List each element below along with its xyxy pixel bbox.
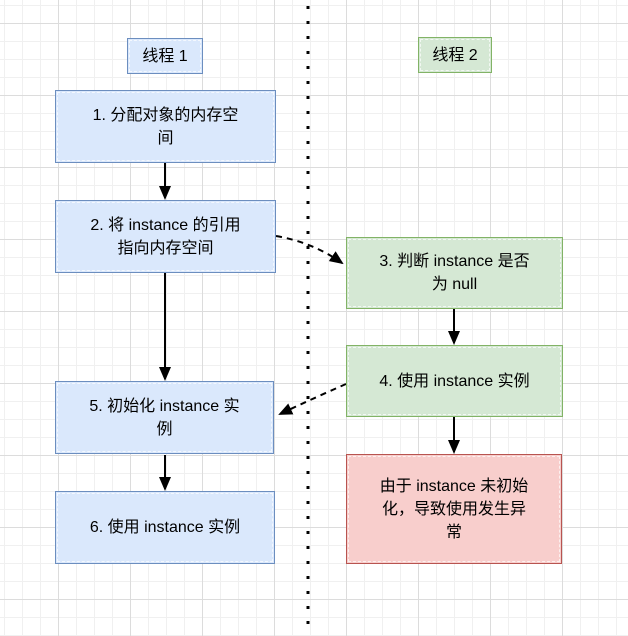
node-5-initialize-instance: 5. 初始化 instance 实 例: [55, 381, 274, 454]
dashed-arrow-4-to-5: [278, 383, 347, 415]
node-4-use-instance: 4. 使用 instance 实例: [346, 345, 563, 417]
node-3-check-null: 3. 判断 instance 是否 为 null: [346, 237, 563, 309]
lane-label-thread-2: 线程 2: [418, 37, 492, 73]
node-error-uninitialized-exception: 由于 instance 未初始 化，导致使用发生异 常: [346, 454, 562, 564]
lane-label-thread-1: 线程 1: [127, 38, 203, 74]
node-2-point-reference: 2. 将 instance 的引用 指向内存空间: [55, 200, 276, 273]
node-6-use-instance: 6. 使用 instance 实例: [55, 491, 275, 564]
dashed-arrow-2-to-3: [275, 235, 344, 265]
node-1-allocate-memory: 1. 分配对象的内存空 间: [55, 90, 276, 163]
